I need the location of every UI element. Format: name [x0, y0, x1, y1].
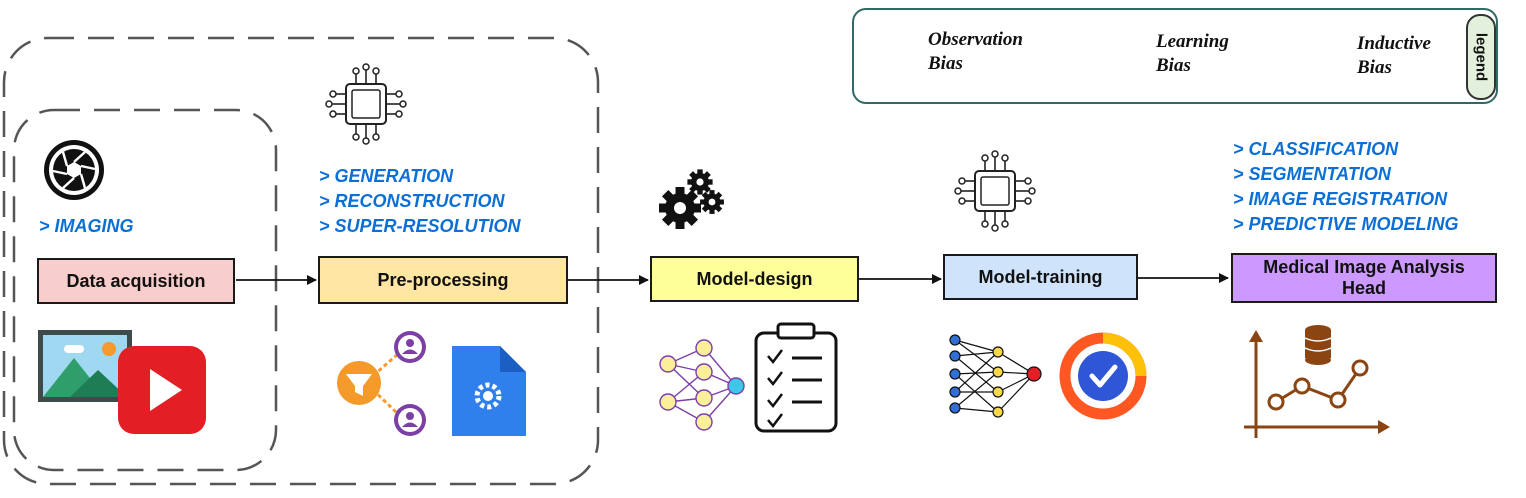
aperture-icon	[42, 138, 106, 202]
legend-panel	[852, 8, 1498, 104]
checklist-icon	[754, 322, 838, 433]
stage-pre-processing: Pre-processing	[318, 256, 568, 304]
stage-data-acquisition: Data acquisition	[37, 258, 235, 304]
preprocessing-tasks: > GENERATION > RECONSTRUCTION > SUPER-RE…	[319, 166, 521, 236]
stage-label: Head	[1341, 278, 1386, 298]
gears-icon	[659, 169, 724, 229]
stage-medical-image-analysis-head: Medical Image Analysis Head	[1231, 253, 1497, 303]
stage-label: Model-design	[696, 268, 813, 289]
analysis-tasks: > CLASSIFICATION > SEGMENTATION > IMAGE …	[1233, 139, 1459, 234]
stage-label: Pre-processing	[377, 269, 509, 290]
stage-model-design: Model-design	[650, 256, 859, 302]
legend-tab-label: legend	[1472, 32, 1490, 82]
analytics-chart-icon	[1244, 325, 1390, 438]
check-progress-icon	[1059, 332, 1147, 420]
acquisition-group-border	[12, 108, 278, 472]
neural-network-icon	[659, 339, 745, 431]
chip-icon	[954, 150, 1036, 232]
neural-network-icon	[949, 334, 1042, 418]
stage-label: Model-training	[978, 266, 1103, 287]
image-video-icon	[38, 330, 206, 434]
stage-label: Medical Image Analysis	[1263, 257, 1465, 277]
acquisition-tasks: > IMAGING	[39, 216, 134, 236]
filter-users-icon	[337, 331, 426, 436]
stage-model-training: Model-training	[943, 254, 1138, 300]
chip-icon	[325, 63, 407, 145]
legend-tab: legend	[1466, 14, 1496, 100]
stage-label: Data acquisition	[66, 270, 206, 291]
preprocessing-group-border	[2, 36, 600, 486]
settings-document-icon	[452, 346, 526, 436]
